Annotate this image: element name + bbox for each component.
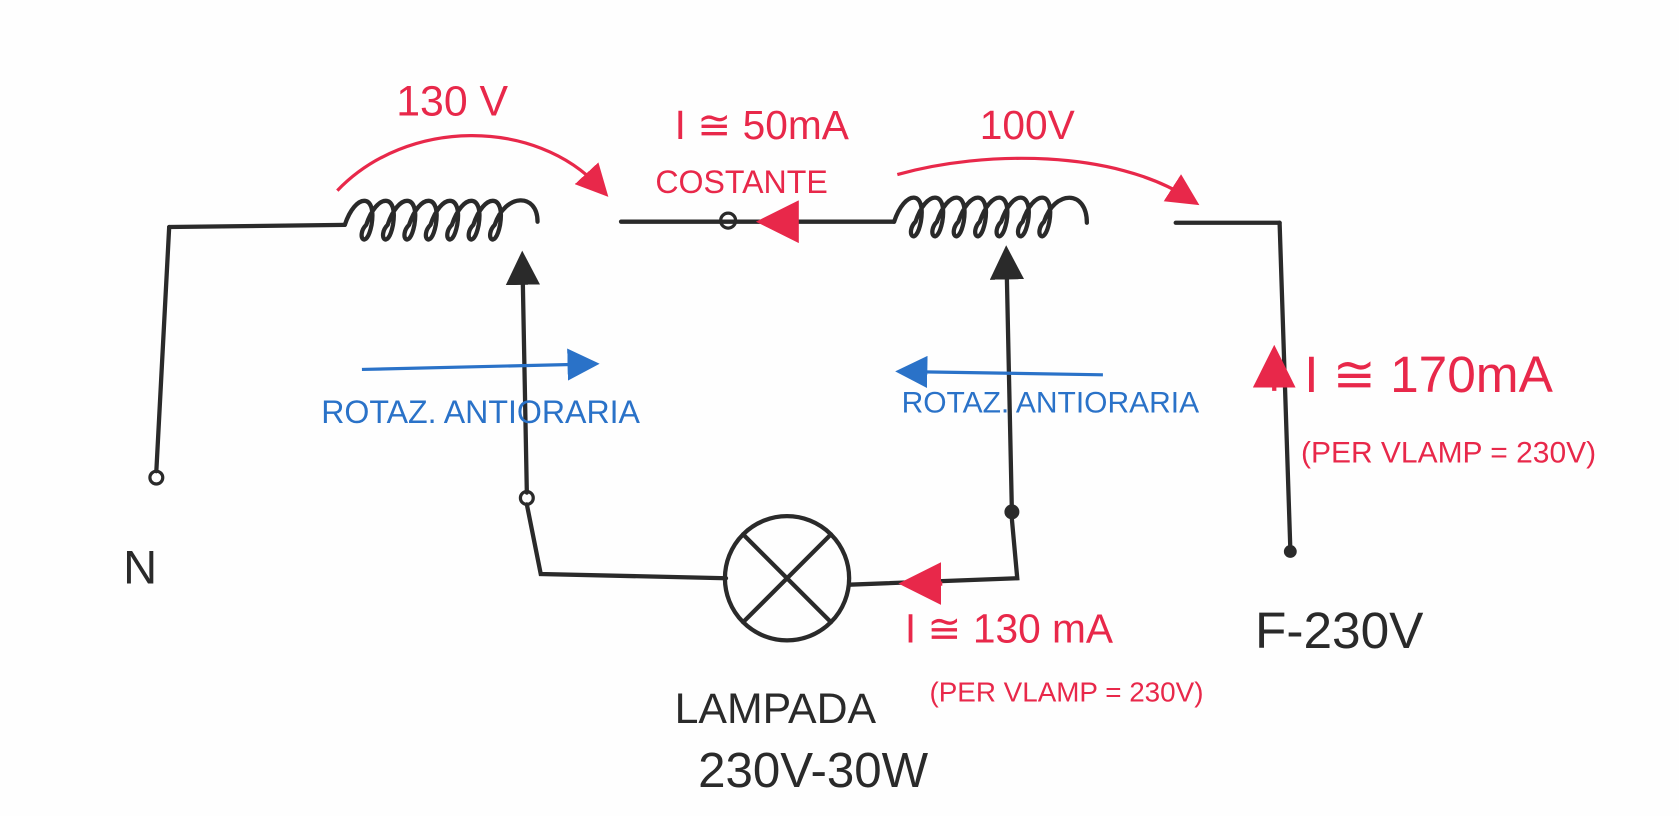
right-wiper-node xyxy=(1004,504,1020,520)
right-voltage-arrow xyxy=(896,156,1200,206)
right-coil-voltage: 100V xyxy=(980,102,1075,148)
lamp-rating: 230V-30W xyxy=(698,743,928,798)
right-wiper xyxy=(989,245,1025,515)
bottom-wire-right xyxy=(846,517,1020,587)
line-current-note: (PER VLAMP = 230V) xyxy=(1301,437,1596,470)
top-wire-left xyxy=(167,222,347,230)
lamp-label: LAMPADA xyxy=(675,685,877,733)
middle-node xyxy=(719,211,738,230)
left-coil-voltage: 130 V xyxy=(396,78,508,126)
left-rotation-arrow xyxy=(361,348,600,381)
lamp-current: I ≅ 130 mA xyxy=(905,606,1114,652)
left-coil xyxy=(342,198,540,242)
bottom-wire-left xyxy=(524,502,729,581)
right-coil xyxy=(891,195,1089,239)
neutral-terminal xyxy=(148,469,165,486)
neutral-label: N xyxy=(123,541,157,594)
lamp-current-note: (PER VLAMP = 230V) xyxy=(929,676,1203,707)
middle-current-note: COSTANTE xyxy=(655,164,827,200)
lamp-icon xyxy=(722,514,852,643)
middle-current: I ≅ 50mA xyxy=(675,102,850,148)
left-wiper xyxy=(505,250,541,495)
phase-wire xyxy=(1277,220,1293,551)
left-rotation-label: ROTAZ. ANTIORARIA xyxy=(321,394,640,430)
phase-label: F-230V xyxy=(1255,601,1424,659)
line-current: I ≅ 170mA xyxy=(1304,345,1553,403)
right-rotation-arrow xyxy=(895,355,1103,388)
neutral-wire xyxy=(154,224,172,474)
phase-terminal xyxy=(1283,545,1297,558)
right-rotation-label: ROTAZ. ANTIORARIA xyxy=(902,386,1200,419)
left-voltage-arrow xyxy=(336,134,609,197)
